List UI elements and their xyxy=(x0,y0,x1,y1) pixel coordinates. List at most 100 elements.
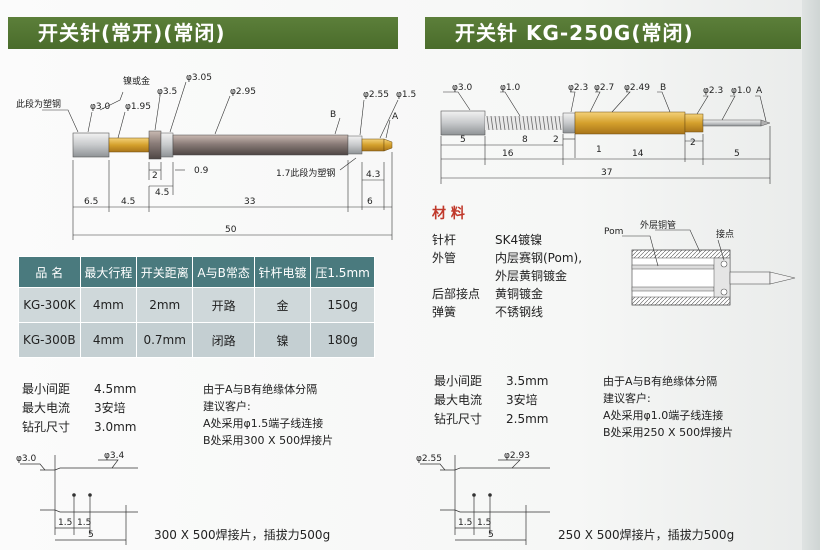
left-caption: 300 X 500焊接片，插拔力500g xyxy=(154,528,331,542)
label-plastic-top: 此段为塑钢 xyxy=(16,98,61,110)
r-dim-5: 5 xyxy=(460,135,466,145)
page-edge-strip xyxy=(802,0,820,550)
dim-45a: 4.5 xyxy=(155,188,169,198)
th-switch-distance: 开关距离 xyxy=(136,256,194,288)
r-label-B: B xyxy=(660,83,666,93)
pcb-left-s2: 1.5 xyxy=(77,518,91,528)
material-row: 外管内层赛钢(Pom), xyxy=(432,251,583,265)
label-pom: Pom xyxy=(604,227,623,237)
spec-table: 品 名 最大行程 开关距离 A与B常态 针杆电镀 压1.5mm KG-300K … xyxy=(18,256,375,358)
label-d35: φ3.5 xyxy=(157,87,177,97)
materials-title: 材 料 xyxy=(432,206,465,222)
cell-model: KG-300K xyxy=(18,287,81,323)
pcb-right-s1: 1.5 xyxy=(458,518,472,528)
dim-43: 4.3 xyxy=(366,170,380,180)
table-row: KG-300K 4mm 2mm 开路 金 150g xyxy=(18,287,375,323)
rear-contact xyxy=(440,110,486,136)
pcb-left-dia2: φ3.4 xyxy=(104,451,125,461)
cell: 2mm xyxy=(136,287,194,323)
r-dim-1: 1 xyxy=(596,145,602,155)
th-force: 压1.5mm xyxy=(310,256,375,288)
r-dim-16: 16 xyxy=(502,149,514,159)
r-dim-14: 14 xyxy=(632,149,644,159)
label-plated: 镍或金 xyxy=(123,75,150,87)
needle-tip xyxy=(760,119,771,127)
pcb-right-dia2: φ2.93 xyxy=(504,451,530,461)
label-d30: φ3.0 xyxy=(90,102,111,112)
r-label-d27: φ2.7 xyxy=(594,83,614,93)
pcb-left-total: 5 xyxy=(88,530,94,540)
label-outer-tube: 外层铜管 xyxy=(640,219,676,231)
cell: 镍 xyxy=(253,322,312,358)
spring xyxy=(485,115,563,131)
pcb-left-s1: 1.5 xyxy=(58,518,72,528)
r-label-d23: φ2.3 xyxy=(568,83,588,93)
r-dim-37: 37 xyxy=(601,168,612,178)
th-model: 品 名 xyxy=(18,256,81,288)
table-row: KG-300B 4mm 0.7mm 闭路 镍 180g xyxy=(18,322,375,358)
material-row: 弹簧不锈钢线 xyxy=(432,305,544,319)
r-dim-2a: 2 xyxy=(553,135,559,145)
th-plating: 针杆电镀 xyxy=(253,256,312,288)
dim-50: 50 xyxy=(225,225,237,235)
pcb-right-dia: φ2.55 xyxy=(416,454,442,464)
dim-6: 6 xyxy=(367,197,373,207)
cell: 150g xyxy=(310,287,375,323)
dim-33: 33 xyxy=(244,197,255,207)
r-label-d10: φ1.0 xyxy=(500,83,521,93)
r-label-d23b: φ2.3 xyxy=(703,86,723,96)
label-d295: φ2.95 xyxy=(230,87,256,97)
label-A: A xyxy=(392,112,399,122)
cell: 4mm xyxy=(79,287,138,323)
r-label-d249: φ2.49 xyxy=(624,83,650,93)
r-dim-2b: 2 xyxy=(690,138,696,148)
material-row: 后部接点黄铜镀金 xyxy=(432,287,544,301)
label-B: B xyxy=(330,110,336,120)
cell: 闭路 xyxy=(192,322,255,358)
r-dim-5b: 5 xyxy=(734,149,740,159)
left-note: 由于A与B有绝缘体分隔 建议客户: A处采用φ1.5端子线连接 B处采用300 … xyxy=(203,383,334,447)
cell: 4mm xyxy=(79,322,138,358)
material-row: 外层黄铜镀金 xyxy=(495,269,568,283)
plunger-tip xyxy=(383,138,393,152)
right-section-title: 开关针 KG-250G(常闭) xyxy=(425,17,801,49)
left-section-title: 开关针(常开)(常闭) xyxy=(8,17,398,49)
dim-65: 6.5 xyxy=(84,197,98,207)
th-ab-normal: A与B常态 xyxy=(192,256,255,288)
r-label-d10b: φ1.0 xyxy=(731,86,752,96)
dim-2: 2 xyxy=(152,171,158,181)
label-contact: 接点 xyxy=(716,228,734,240)
right-note: 由于A与B有绝缘体分隔 建议客户: A处采用φ1.0端子线连接 B处采用250 … xyxy=(603,375,734,439)
label-d15: φ1.5 xyxy=(396,90,416,100)
r-label-A: A xyxy=(756,86,763,96)
r-dim-8: 8 xyxy=(522,135,528,145)
pcb-right-total: 5 xyxy=(488,530,494,540)
label-d195: φ1.95 xyxy=(125,102,151,112)
right-caption: 250 X 500焊接片，插拔力500g xyxy=(558,528,735,542)
dim-09: 0.9 xyxy=(194,166,209,176)
label-d255: φ2.55 xyxy=(363,90,389,100)
pcb-right-s2: 1.5 xyxy=(477,518,491,528)
r-label-d30: φ3.0 xyxy=(452,83,473,93)
cell: 金 xyxy=(253,287,312,323)
dim-45b: 4.5 xyxy=(121,197,135,207)
cell: 180g xyxy=(310,322,375,358)
label-d305: φ3.05 xyxy=(186,73,212,83)
pcb-left-dia: φ3.0 xyxy=(16,454,37,464)
cell: 0.7mm xyxy=(136,322,194,358)
cell: 开路 xyxy=(192,287,255,323)
